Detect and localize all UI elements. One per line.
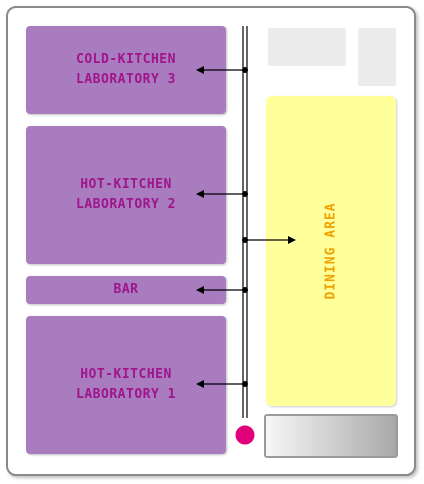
room-label-line2: LABORATORY 1 [76,387,176,402]
hot-kitchen-laboratory-1: HOT-KITCHEN LABORATORY 1 [26,316,226,454]
room-label-line2: LABORATORY 3 [76,72,176,87]
junction-node [242,191,248,197]
dining-area [266,96,396,406]
room-label-line1: HOT-KITCHEN [80,177,172,192]
junction-node [242,237,248,243]
room-label-line1: BAR [113,282,139,297]
room-label-line1: HOT-KITCHEN [80,367,172,382]
cold-kitchen-laboratory-3: COLD-KITCHEN LABORATORY 3 [26,26,226,114]
room-label-line1: COLD-KITCHEN [76,52,176,67]
entrance-dot [234,424,256,446]
bar-room: BAR [26,276,226,304]
room-label-line2: LABORATORY 2 [76,197,176,212]
service-counter [264,414,398,458]
storage-area-small [268,28,346,66]
junction-node [242,67,248,73]
junction-node [242,287,248,293]
junction-node [242,381,248,387]
hot-kitchen-laboratory-2: HOT-KITCHEN LABORATORY 2 [26,126,226,264]
storage-area-right [358,28,396,86]
